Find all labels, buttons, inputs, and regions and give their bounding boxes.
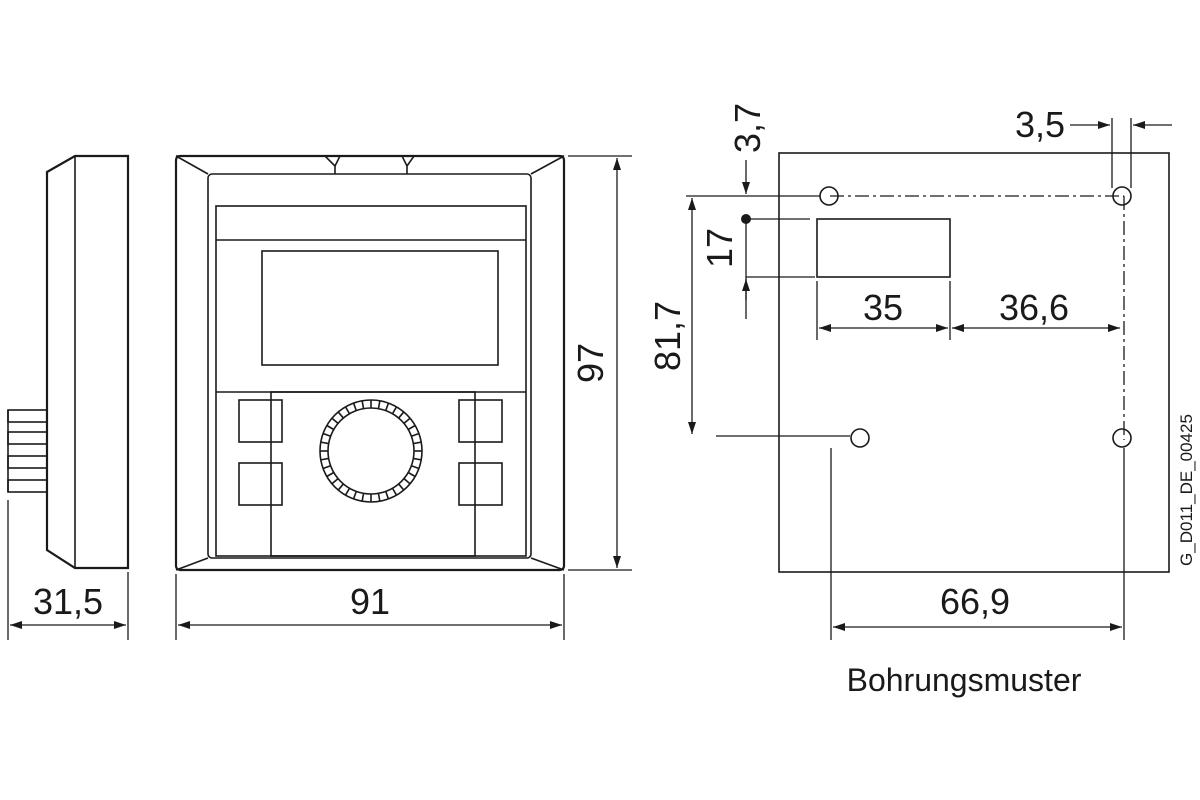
dimension-side-depth: 31,5	[7, 500, 129, 640]
dimension-label-hole-vertical-spacing: 81,7	[647, 301, 688, 371]
hole-top-right	[1112, 186, 1132, 206]
button-bottom-left	[238, 462, 283, 506]
front-frame-outer	[174, 154, 566, 572]
front-frame-inner	[207, 173, 532, 559]
hole-bottom-left	[850, 428, 870, 448]
knob-grip-tick	[352, 402, 358, 411]
dimension-cutout-to-hole: 36,6	[952, 287, 1120, 332]
knob-grip-tick	[344, 406, 351, 415]
knob-grip-tick	[322, 464, 331, 470]
dimension-label-cutout-to-hole: 36,6	[999, 287, 1069, 328]
knob-grip-tick	[407, 424, 416, 431]
dimension-label-cutout-width: 35	[863, 287, 903, 328]
knob-grip-tick	[398, 411, 405, 419]
knob-grip-tick	[377, 400, 381, 409]
front-top-tab-center	[334, 155, 408, 174]
cutout-rectangle	[816, 218, 951, 278]
knob-grip-tick	[344, 487, 351, 496]
drilling-pattern	[741, 152, 1170, 573]
knob-grip-tick	[384, 402, 390, 411]
knob-grip-tick	[326, 424, 335, 431]
knob-grip-tick	[384, 491, 390, 500]
knob-grip-tick	[320, 441, 329, 445]
caption-drilling-pattern: Bohrungsmuster	[847, 662, 1082, 698]
button-top-right	[458, 399, 503, 443]
knob-grip-tick	[320, 457, 329, 461]
knob-grip-tick	[361, 400, 365, 409]
knob-grip-tick	[413, 441, 422, 445]
knob-grip-tick	[413, 457, 422, 461]
mounting-plate	[778, 152, 1170, 573]
dimension-cutout-height: 17	[699, 222, 815, 319]
knob-grip-tick	[326, 471, 335, 478]
knob-grip-tick	[411, 432, 420, 438]
side-view-connector-pins	[7, 409, 48, 493]
knob-grip-tick	[337, 483, 344, 491]
dimension-hole-top-offset: 3,7	[686, 103, 820, 220]
front-top-tab-left	[176, 155, 336, 174]
knob-grip-tick	[337, 411, 344, 419]
knob-grip-tick	[352, 491, 358, 500]
dimension-label-front-height: 97	[570, 343, 611, 383]
knob-grip-tick	[391, 406, 398, 415]
knob-grip-tick	[331, 478, 339, 485]
keypad-area	[270, 391, 476, 557]
knob-grip-tick	[398, 483, 405, 491]
knob-grip-tick	[331, 417, 339, 424]
dimension-label-hole-top-offset: 3,7	[727, 103, 768, 153]
dimension-hole-vertical-spacing: 81,7	[647, 198, 850, 437]
dimension-label-side-depth: 31,5	[33, 581, 103, 622]
drawing-code: G_D011_DE_00425	[1177, 414, 1196, 566]
knob-grip-tick	[403, 478, 411, 485]
front-top-tab-right	[406, 155, 564, 167]
dimension-front-height: 97	[568, 155, 632, 571]
knob-grip-tick	[322, 432, 331, 438]
dimension-label-cutout-height: 17	[699, 228, 740, 268]
knob-grip-tick	[407, 471, 416, 478]
knob-grip-tick	[411, 464, 420, 470]
dimension-label-front-width: 91	[350, 581, 390, 622]
dimension-front-width: 91	[175, 574, 565, 640]
dimension-label-hole-horizontal-spacing: 66,9	[940, 581, 1010, 622]
knob-grip-tick	[391, 487, 398, 496]
display-window	[261, 250, 499, 366]
dimension-cutout-width: 35	[816, 281, 951, 340]
dimension-label-hole-right-offset: 3,5	[1015, 104, 1065, 145]
button-bottom-right	[458, 462, 503, 506]
rotary-knob	[319, 399, 423, 503]
side-view-body	[45, 154, 130, 570]
dimension-hole-horizontal-spacing: 66,9	[830, 448, 1125, 640]
knob-grip-tick	[361, 493, 365, 502]
hole-bottom-right	[1112, 428, 1132, 448]
knob-grip-tick	[403, 417, 411, 424]
knob-grip-tick	[377, 493, 381, 502]
front-view	[174, 154, 566, 572]
side-view	[7, 154, 130, 570]
button-top-left	[238, 399, 283, 443]
dimension-hole-right-offset: 3,5	[1015, 104, 1172, 188]
